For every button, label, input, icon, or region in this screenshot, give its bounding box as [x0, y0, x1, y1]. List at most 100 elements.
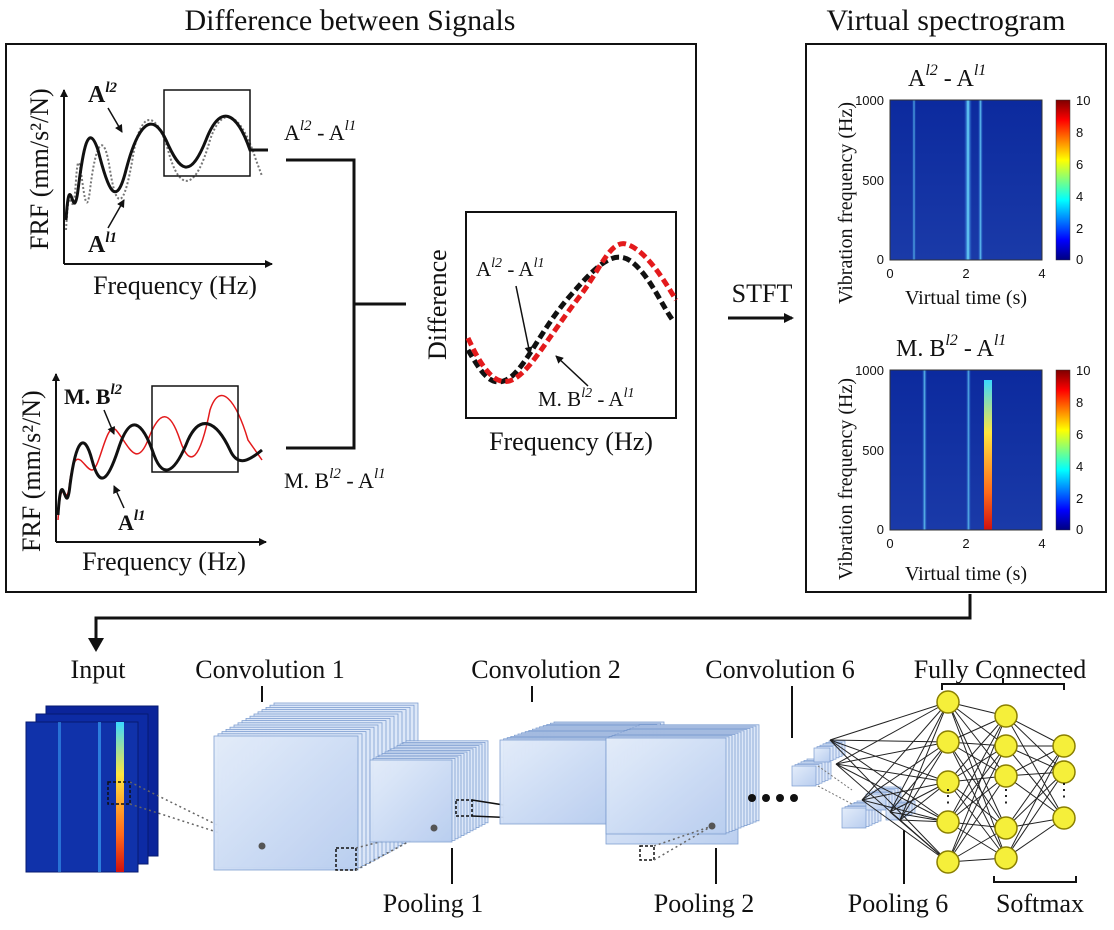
pool2-box [639, 845, 655, 861]
spectrogram-2-cbar-tick-5: 0 [1076, 522, 1083, 537]
fc-input-edge [861, 701, 949, 801]
fc-input-edge [835, 763, 949, 823]
frf-top-curve-l2 [65, 116, 263, 231]
fc-hidden-edge [947, 775, 1007, 823]
fc-output-edge [1005, 745, 1065, 859]
spectrogram-1-ytick-0: 1000 [855, 93, 884, 108]
spectrogram-1-xtick-1: 2 [962, 266, 969, 281]
cnn-label-conv1: Convolution 1 [195, 655, 345, 684]
frf-top-curve-l1 [64, 114, 268, 221]
pool1-layer [369, 759, 453, 843]
cnn-pool2-stack [605, 724, 760, 845]
spectrogram-1-y-label: Vibration frequency (Hz) [835, 102, 857, 304]
spectrogram-2-frame [889, 369, 1043, 531]
conv1-layer [213, 735, 359, 871]
fc-input-edge [835, 701, 949, 765]
fc-output-edge [1005, 745, 1065, 819]
fc-input-edge [889, 701, 949, 813]
fc-hidden-edge [947, 781, 1007, 859]
spectrogram-2-cbar-tick-0: 10 [1076, 363, 1090, 378]
conv6-block-0-layer [791, 765, 817, 787]
conv1-point [258, 842, 266, 850]
spectrogram-2-cbar-tick-4: 2 [1076, 491, 1083, 506]
spectrogram-2-ytick-2: 0 [877, 522, 884, 537]
fc-hidden-edge [947, 715, 1007, 823]
difference-label-red: M. Bl2 - Al1 [538, 386, 634, 411]
difference-label-black: Al2 - Al1 [476, 256, 544, 281]
frf-bottom-curve-black [56, 422, 263, 516]
fc-input-edge [829, 739, 949, 863]
cnn-label-conv2: Convolution 2 [471, 655, 621, 684]
frf-top-y-label: FRF (mm/s²/N) [25, 88, 54, 250]
fc-node-l1-1 [936, 730, 960, 754]
right-panel-frame [805, 43, 1107, 593]
spectrogram-1-cbar-tick-0: 10 [1076, 93, 1090, 108]
difference-curve-red [465, 241, 679, 385]
frf-bottom-label-a: M. Bl2 [64, 382, 123, 409]
frf-bottom-label-b: Al1 [118, 508, 146, 535]
fc-input-edge [889, 741, 949, 813]
fc-hidden-edge [947, 745, 1007, 863]
fc-node-l2-2 [994, 764, 1018, 788]
fc-node-l1-4 [936, 850, 960, 874]
fc-node-l1-0 [936, 690, 960, 714]
fc-input-edge [861, 741, 949, 801]
pool2-point [708, 822, 716, 830]
ellipsis-dot-3 [776, 794, 784, 802]
fc-input-edge [861, 781, 949, 801]
frf-bottom-arrow-b [113, 485, 125, 509]
fc-output-edge [1005, 715, 1065, 773]
fc-node-l1-3 [936, 810, 960, 834]
left-panel-frame [5, 43, 697, 593]
right-panel-title: Virtual spectrogram [827, 4, 1066, 37]
frf-top-x-label: Frequency (Hz) [93, 271, 257, 300]
cnn-label-conv6: Convolution 6 [705, 655, 855, 684]
pool2-layer [605, 737, 727, 835]
spectrogram-2-streak-1 [922, 370, 927, 530]
spectrogram-1: Al2 - Al1 1000 500 0 0 2 4 Virtual time … [835, 62, 1090, 309]
spectrogram-1-ytick-2: 0 [877, 252, 884, 267]
fc-hidden-edge [947, 741, 1007, 859]
fc-input-edge [899, 701, 949, 821]
spectrogram-2-title: M. Bl2 - Al1 [896, 332, 1006, 362]
conv6-block-1-layer [813, 747, 831, 763]
fc-output-edge [1005, 771, 1065, 859]
fc-input-edge [829, 739, 949, 823]
spectrogram-1-cbar-tick-3: 4 [1076, 189, 1083, 204]
cnn-conv6-stack [791, 740, 916, 829]
spectrogram-2-xtick-0: 0 [886, 536, 893, 551]
spectrogram-2-ytick-0: 1000 [855, 363, 884, 378]
cnn-label-fully-connected: Fully Connected [914, 655, 1087, 684]
pool2-line-b [653, 825, 713, 861]
difference-plot: Difference Frequency (Hz) Al2 - Al1 M. B… [423, 211, 679, 456]
spectrogram-1-cbar-tick-4: 2 [1076, 221, 1083, 236]
input-streak-2 [58, 722, 61, 872]
spectrogram-1-cbar-tick-1: 8 [1076, 125, 1083, 140]
fc-ellipsis-2: ⋮ [1055, 780, 1073, 800]
connector-arrowhead [88, 638, 104, 652]
difference-plot-frame [465, 211, 677, 419]
fc-node-l3-2 [1052, 806, 1076, 830]
frf-top-arrow-b [107, 199, 125, 229]
fc-output-edge [1005, 771, 1065, 829]
fc-hidden-edge [947, 701, 1007, 829]
fc-ellipsis-0: ⋮ [939, 786, 957, 806]
spectrogram-1-cbar-tick-5: 0 [1076, 252, 1083, 267]
frf-top-label-b: Al1 [88, 230, 117, 258]
stft-label: STFT [732, 279, 793, 308]
spectrogram-2-xtick-2: 4 [1038, 536, 1045, 551]
spectrogram-1-streak-1 [912, 100, 916, 260]
pool1-kernel-box [455, 799, 473, 817]
spectrogram-2-xtick-1: 2 [962, 536, 969, 551]
spectrogram-1-streak-3 [978, 100, 983, 260]
ellipsis-dot-4 [790, 794, 798, 802]
fc-input-edge [829, 739, 949, 743]
ellipsis-dot-2 [762, 794, 770, 802]
cnn-conv1-stack [213, 702, 419, 871]
spectrogram-1-streak-2 [964, 100, 972, 260]
conv6-dash-1 [817, 765, 853, 791]
fc-input-edge [861, 799, 949, 863]
spectrogram-1-ytick-1: 500 [862, 173, 884, 188]
